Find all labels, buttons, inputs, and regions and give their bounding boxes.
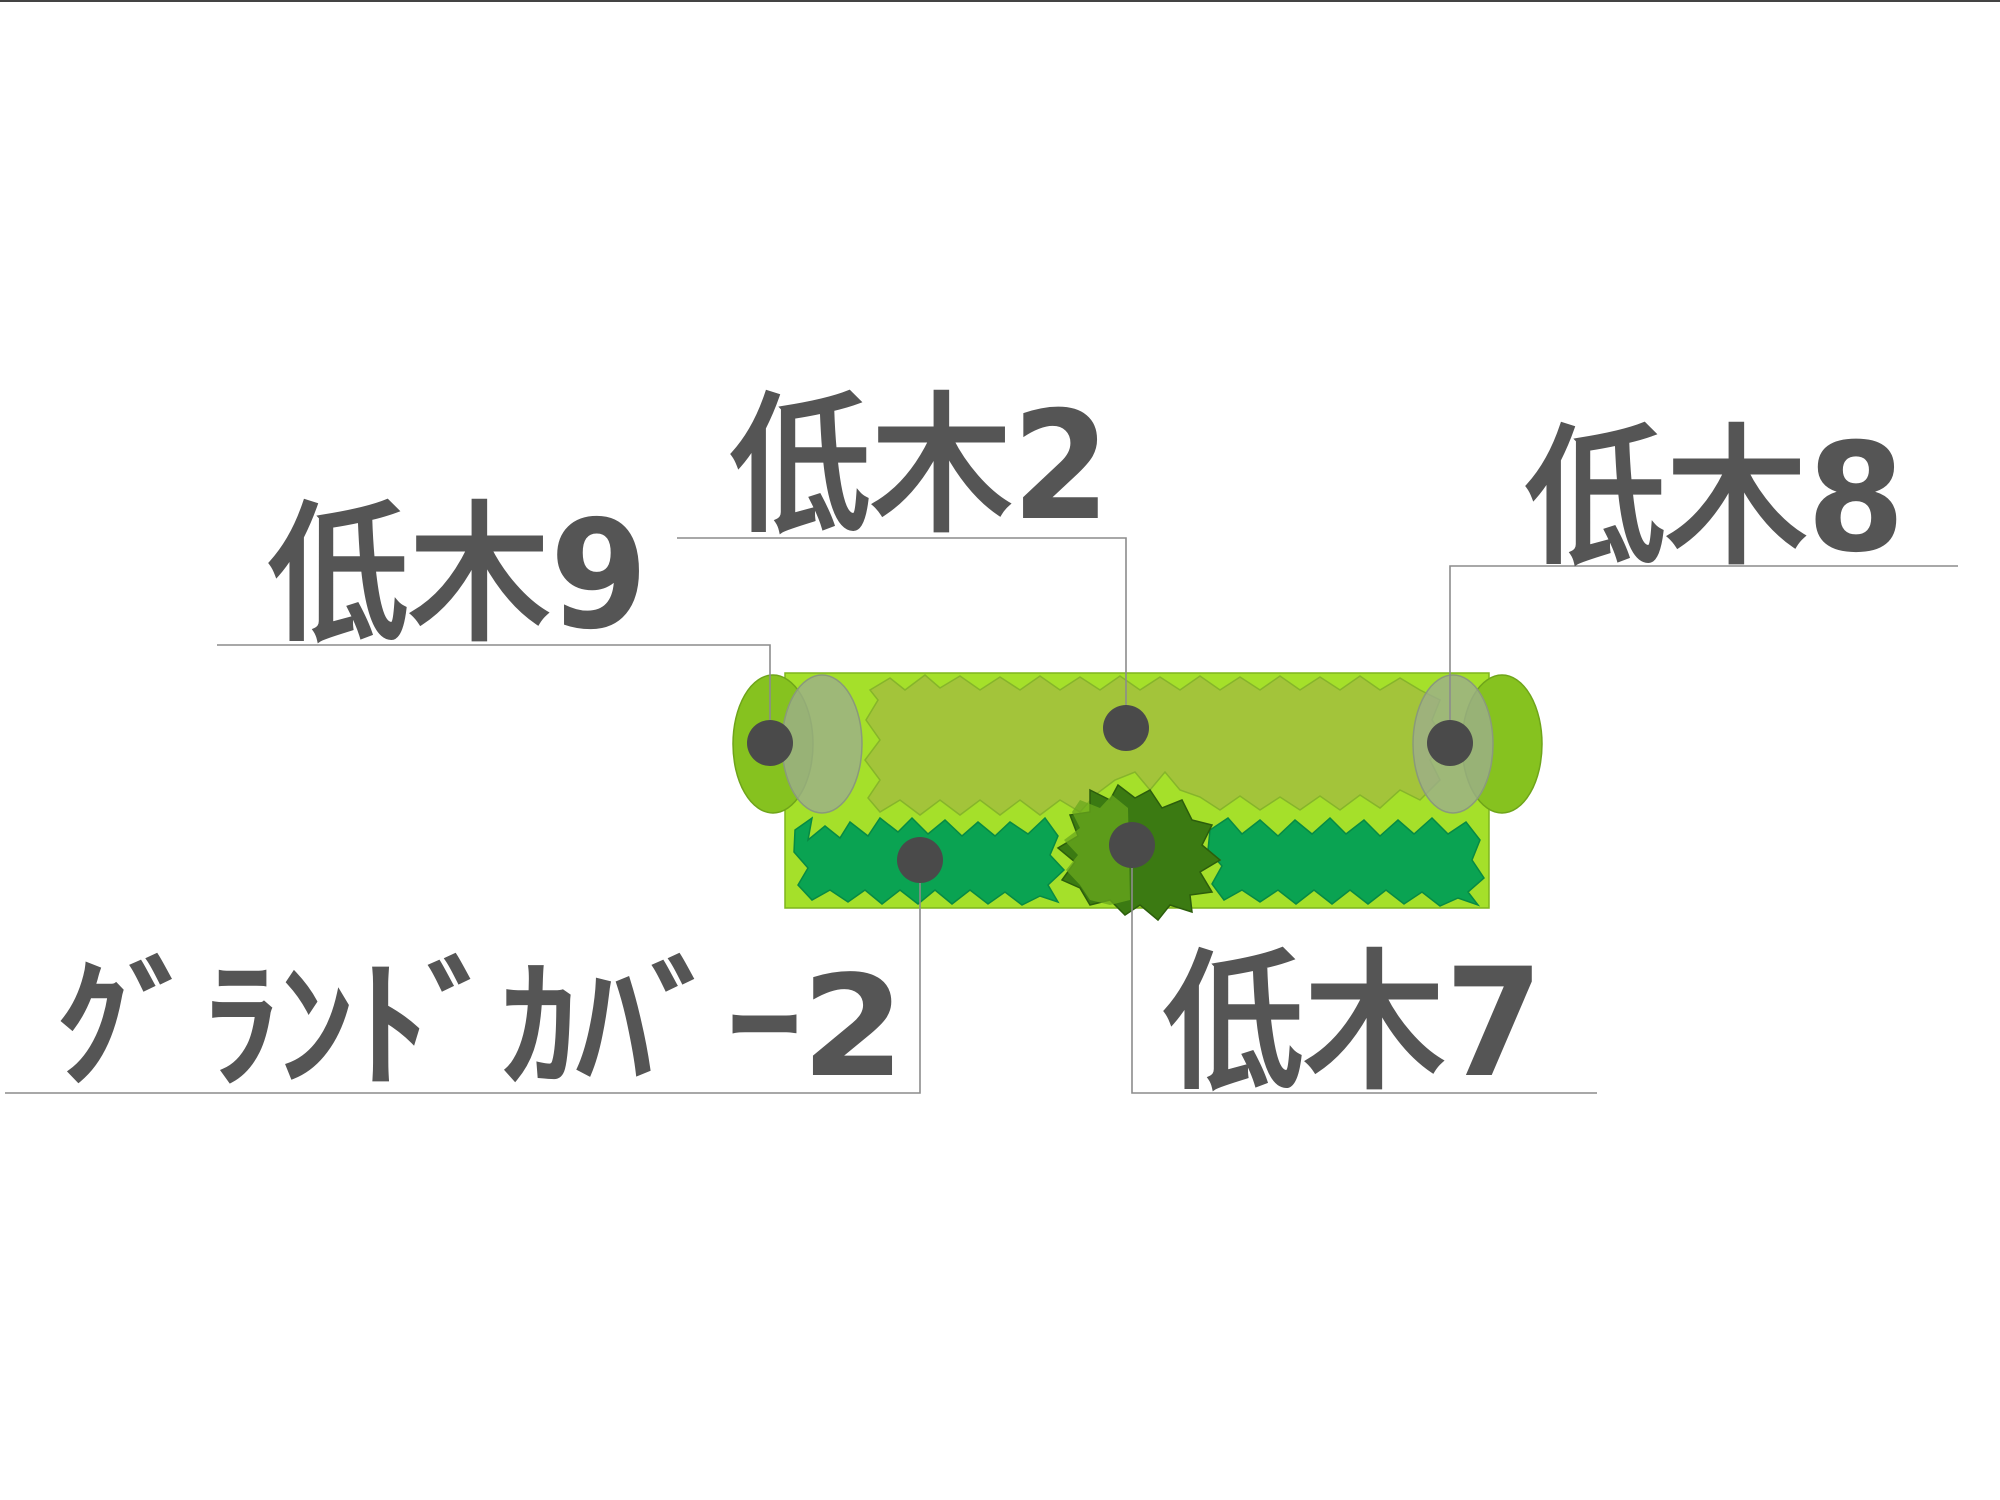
leader-lines (5, 537, 1958, 1094)
leader-shrub-8 (1449, 565, 1958, 743)
label-shrub-8: 低木8 (1525, 412, 1905, 586)
label-shrub-9: 低木9 (268, 489, 648, 663)
leader-shrub-9 (217, 644, 771, 743)
label-shrub-7: 低木7 (1163, 937, 1543, 1111)
shrub-7-highlight (1064, 795, 1130, 905)
label-shrub-2: 低木2 (730, 380, 1110, 554)
marker-shrub-7 (1109, 822, 1155, 868)
label-ground-cover-2: ｸﾞﾗﾝﾄﾞｶﾊﾞｰ2 (55, 946, 905, 1109)
shrub-9-overlap (781, 674, 863, 814)
marker-ground-cover-2 (897, 837, 943, 883)
marker-shrub-2 (1103, 705, 1149, 751)
labels: 低木9 低木2 低木8 ｸﾞﾗﾝﾄﾞｶﾊﾞｰ2 低木7 (55, 380, 1905, 1111)
leader-shrub-2 (677, 537, 1127, 728)
ground-cover-right (1207, 816, 1485, 907)
markers (747, 705, 1473, 883)
leader-ground-cover-2 (5, 860, 921, 1094)
shrub-mass-upper (864, 674, 1446, 816)
marker-shrub-8 (1427, 720, 1473, 766)
marker-shrub-9 (747, 720, 793, 766)
leader-shrub-7 (1131, 845, 1597, 1094)
